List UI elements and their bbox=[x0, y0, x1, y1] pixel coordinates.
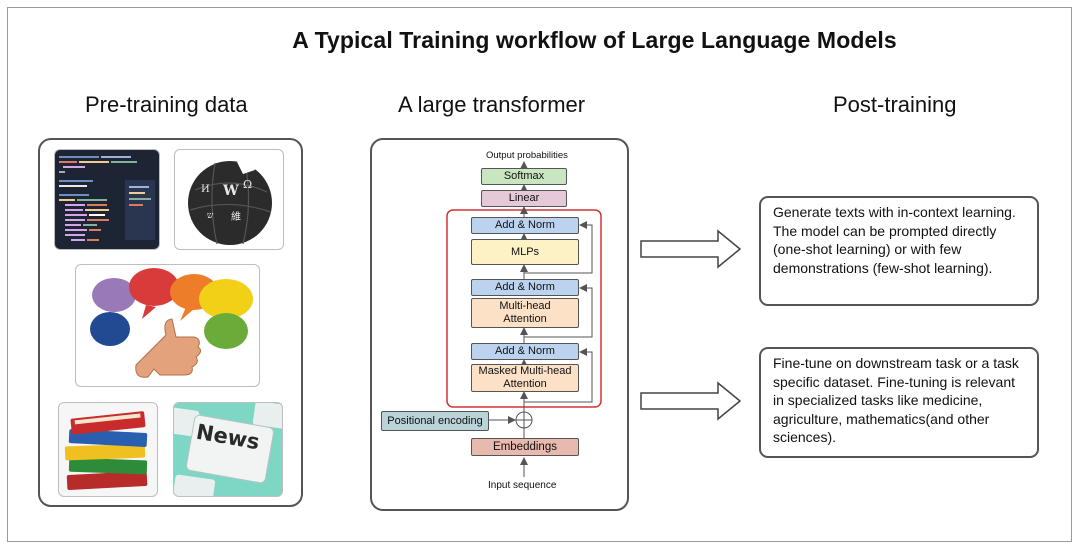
svg-text:維: 維 bbox=[231, 210, 241, 223]
embeddings-block: Embeddings bbox=[471, 438, 579, 456]
svg-text:И: И bbox=[201, 184, 210, 195]
residual-2 bbox=[524, 284, 593, 338]
figure-frame bbox=[7, 7, 1072, 542]
input-sequence-label: Input sequence bbox=[488, 480, 557, 491]
pretraining-panel: W Ω И 維 ש bbox=[38, 138, 303, 507]
transformer-heading: A large transformer bbox=[398, 92, 586, 117]
code-image bbox=[54, 149, 160, 250]
residual-1 bbox=[524, 348, 593, 403]
speech-bubbles-thumbs-up-image bbox=[75, 264, 260, 387]
positional-encoding-block: Positional encoding bbox=[381, 411, 489, 431]
wikipedia-globe-graphic: W Ω И 維 ש bbox=[188, 158, 272, 245]
pretraining-heading: Pre-training data bbox=[85, 92, 248, 117]
output-probabilities-label: Output probabilities bbox=[486, 150, 568, 161]
posttraining-heading: Post-training bbox=[833, 92, 957, 117]
masked-multihead-attention-block: Masked Multi-head Attention bbox=[471, 364, 579, 392]
speech-bubbles-graphic bbox=[90, 268, 253, 378]
svg-text:W: W bbox=[222, 183, 239, 199]
code-lines-graphic bbox=[59, 156, 155, 241]
add-norm-mid-block: Add & Norm bbox=[471, 279, 579, 296]
linear-block: Linear bbox=[481, 190, 567, 207]
add-norm-top-block: Add & Norm bbox=[471, 217, 579, 234]
news-key-image: News bbox=[173, 402, 283, 497]
stacked-books-graphic bbox=[64, 411, 148, 490]
page-title: A Typical Training workflow of Large Lan… bbox=[292, 27, 897, 53]
add-norm-bottom-block: Add & Norm bbox=[471, 343, 579, 360]
arrow-to-incontext bbox=[640, 229, 742, 269]
arrow-to-finetune bbox=[640, 381, 742, 421]
svg-text:Ω: Ω bbox=[243, 178, 252, 191]
finetune-box: Fine-tune on downstream task or a task s… bbox=[759, 347, 1039, 458]
residual-3 bbox=[524, 221, 593, 274]
incontext-learning-box: Generate texts with in-context learning.… bbox=[759, 196, 1039, 306]
news-key-graphic bbox=[174, 403, 282, 496]
wikipedia-globe-image: W Ω И 維 ש bbox=[174, 149, 284, 250]
stacked-books-image bbox=[58, 402, 158, 497]
mlps-block: MLPs bbox=[471, 239, 579, 265]
multihead-attention-block: Multi-head Attention bbox=[471, 298, 579, 328]
softmax-block: Softmax bbox=[481, 168, 567, 185]
svg-text:ש: ש bbox=[207, 211, 214, 221]
